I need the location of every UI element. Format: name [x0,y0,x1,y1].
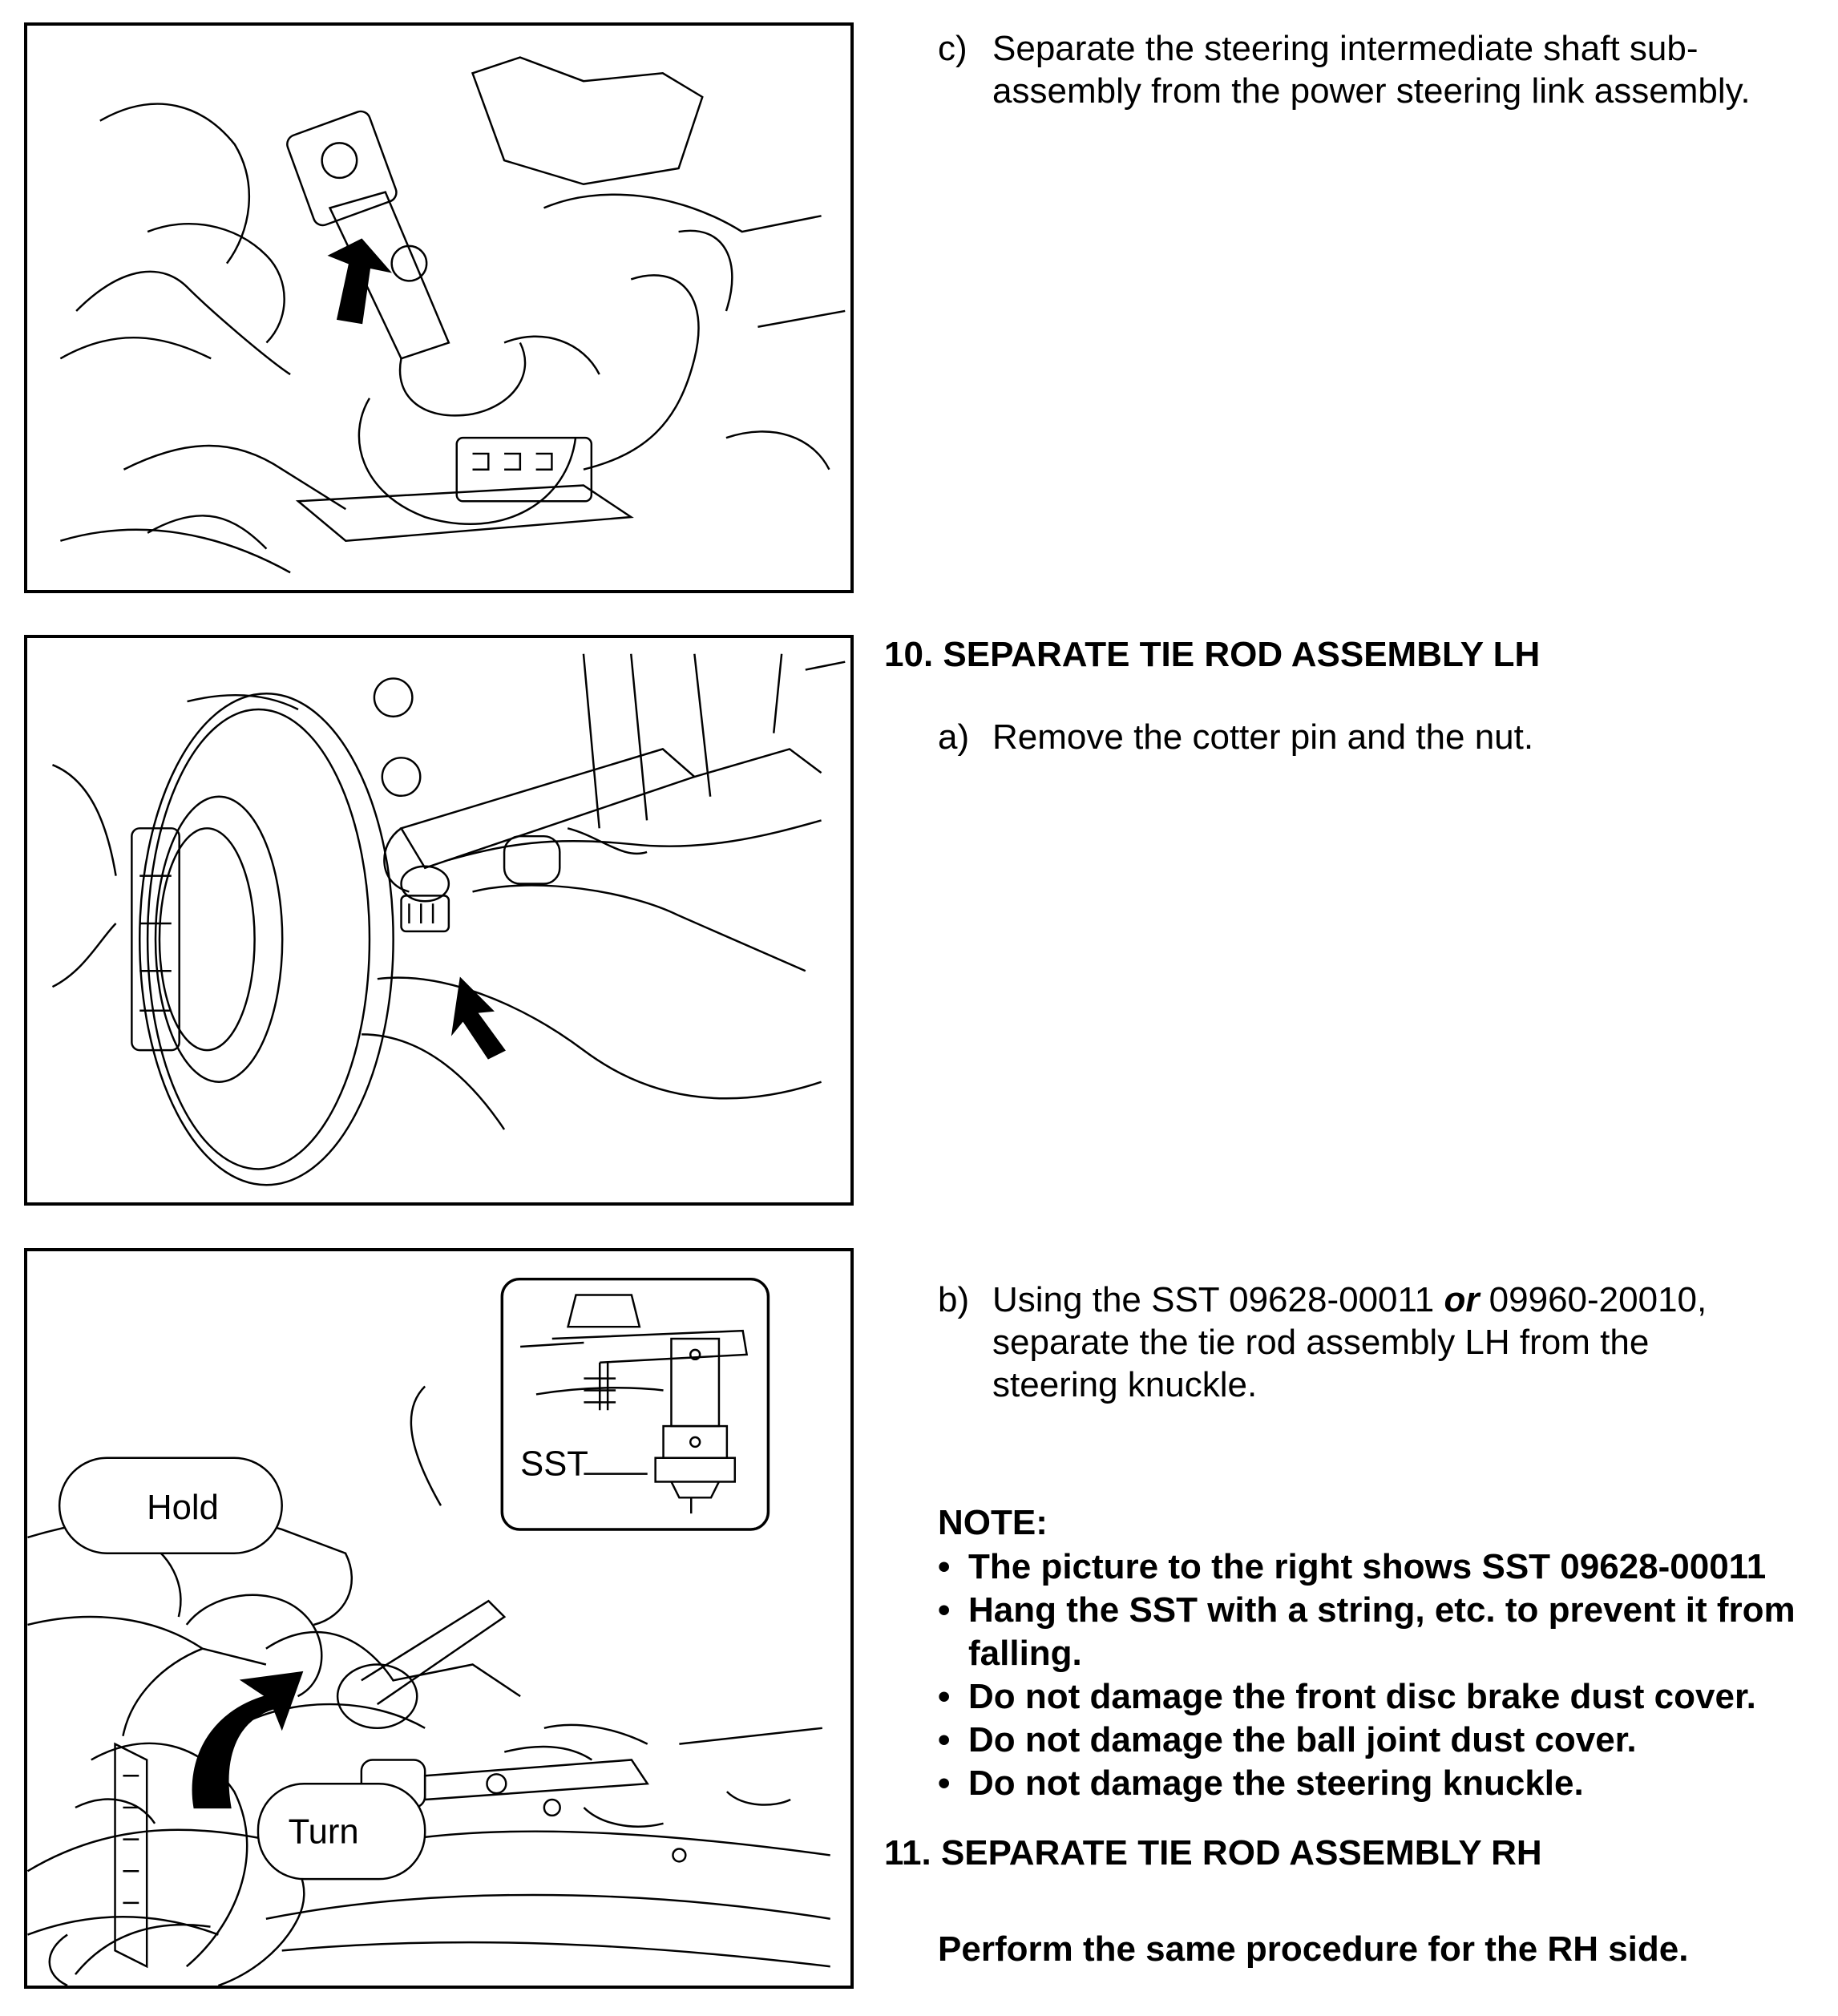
sst-label: SST [520,1445,588,1484]
figure-tie-rod-cotter-pin [24,635,854,1206]
step-a-text: Remove the cotter pin and the nut. [992,717,1534,757]
note-item: The picture to the right shows SST 09628… [938,1545,1828,1589]
section-11-text: Perform the same procedure for the RH si… [938,1929,1689,1969]
step-b-text: Using the SST 09628-00011 or 09960-20010… [992,1279,1779,1406]
note-item: Do not damage the front disc brake dust … [938,1675,1828,1719]
section-10-heading: 10. SEPARATE TIE ROD ASSEMBLY LH [884,635,1541,674]
step-b-marker: b) [938,1280,970,1319]
step-b-emphasis: or [1444,1280,1480,1319]
step-c: c) Separate the steering intermediate sh… [938,27,1820,112]
illustration-sst-separation: SST Hold Turn [27,1277,830,1986]
note-item: Hang the SST with a string, etc. to prev… [938,1589,1828,1675]
note-item: Do not damage the ball joint dust cover. [938,1719,1828,1762]
figure-intermediate-shaft [24,22,854,593]
step-a: a) Remove the cotter pin and the nut. [938,716,1820,758]
illustration-intermediate-shaft [59,56,846,574]
figure-sst-separation: SST Hold Turn [24,1248,854,1989]
section-11-heading: 11. SEPARATE TIE ROD ASSEMBLY RH [884,1833,1542,1873]
step-b-text-before: Using the SST 09628-00011 [992,1280,1444,1319]
illustration-tie-rod-end [51,653,846,1186]
step-b: b) Using the SST 09628-00011 or 09960-20… [938,1279,1779,1406]
step-b-text-after: 09960-20010, separate the tie rod assemb… [992,1280,1707,1404]
note-item: Do not damage the steering knuckle. [938,1762,1828,1805]
turn-label: Turn [289,1813,359,1852]
hold-label: Hold [147,1489,219,1527]
step-a-marker: a) [938,717,970,757]
note-title: NOTE: [938,1503,1048,1542]
step-c-text: Separate the steering intermediate shaft… [992,29,1751,111]
note-list: The picture to the right shows SST 09628… [938,1545,1828,1805]
step-c-marker: c) [938,29,967,68]
